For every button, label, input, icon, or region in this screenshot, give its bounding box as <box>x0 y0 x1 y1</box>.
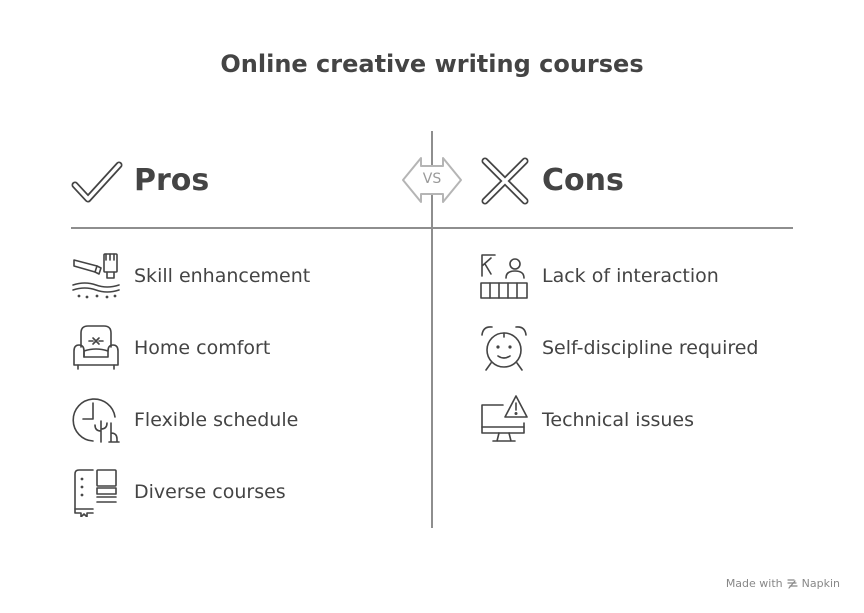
cons-item-label: Technical issues <box>542 409 694 431</box>
pros-item-label: Home comfort <box>134 337 271 359</box>
armchair-icon <box>71 323 121 373</box>
cons-item-label: Self-discipline required <box>542 337 759 359</box>
brand-label[interactable]: Napkin <box>801 577 840 590</box>
cross-icon <box>479 157 531 205</box>
diagram-title: Online creative writing courses <box>220 50 644 78</box>
cons-heading: Cons <box>542 163 624 198</box>
pros-heading: Pros <box>134 163 210 198</box>
footer-attribution: Made with Napkin <box>726 577 840 590</box>
pros-item-label: Flexible schedule <box>134 409 299 431</box>
writing-tools-icon <box>71 252 121 302</box>
clock-cactus-icon <box>71 395 121 445</box>
vs-label: VS <box>422 171 442 187</box>
classroom-icon <box>479 252 529 302</box>
pros-item-label: Skill enhancement <box>134 265 311 287</box>
book-stack-icon <box>71 467 121 517</box>
napkin-logo-icon <box>787 579 798 589</box>
header-divider <box>71 227 793 229</box>
checkmark-icon <box>71 157 123 205</box>
center-divider <box>431 131 433 528</box>
pros-item-label: Diverse courses <box>134 481 286 503</box>
vs-badge: VS <box>401 152 463 208</box>
monitor-warning-icon <box>479 395 529 445</box>
alarm-clock-icon <box>479 323 529 373</box>
made-with-label: Made with <box>725 577 783 590</box>
cons-item-label: Lack of interaction <box>542 265 719 287</box>
double-arrow-icon <box>402 157 462 203</box>
